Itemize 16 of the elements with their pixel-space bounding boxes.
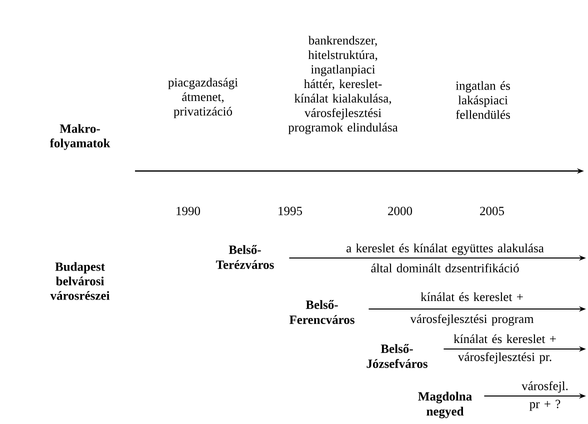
district-name: Belső- Terézváros xyxy=(216,245,274,269)
row-heading: Makro- folyamatok xyxy=(50,124,110,150)
edge-label: városfejl. pr + ? xyxy=(522,381,568,411)
edge-label: kínálat és kereslet + városfejlesztési pr. xyxy=(454,334,556,364)
year-label: 1990 xyxy=(176,206,200,216)
year-label: 2005 xyxy=(480,206,504,216)
row-heading: Budapest belvárosi városrészei xyxy=(50,262,110,300)
edge-label: a kereslet és kínálat együttes alakulása által dominált dzsentrifikáció xyxy=(346,244,544,272)
phase-text: piacgazdasági átmenet, privatizáció xyxy=(168,78,238,118)
phase-text: bankrendszer, hitelstruktúra, ingatlanpiaci háttér, kereslet-kínálat kialakulása, városfejlesztési programok elindulása xyxy=(288,36,398,134)
district-name: Belső- Ferencváros xyxy=(289,300,354,324)
year-label: 1995 xyxy=(278,206,302,216)
phase-text: ingatlan és lakáspiaci fellendülés xyxy=(456,81,510,119)
district-name: Magdolna negyed xyxy=(418,392,472,418)
year-label: 2000 xyxy=(388,206,412,216)
district-name: Belső- Józsefváros xyxy=(366,344,428,368)
